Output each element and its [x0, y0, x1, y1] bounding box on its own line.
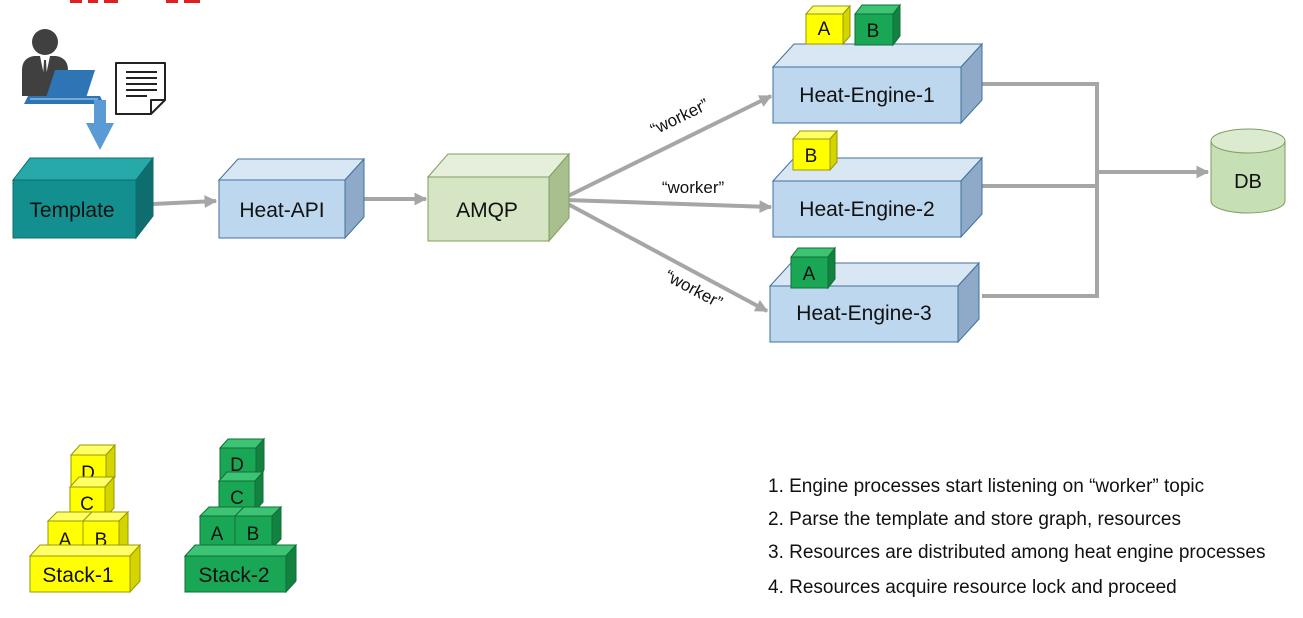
step-3: 3. Resources are distributed among heat …: [768, 542, 1266, 563]
laptop-icon: [24, 70, 104, 104]
heat-engine-2-label: Heat-Engine-2: [799, 198, 934, 221]
stack-1-base: Stack-1: [28, 543, 142, 594]
down-arrow-icon: [86, 100, 114, 150]
engine-2-block-b: B: [791, 129, 839, 172]
arrow-amqp-to-engine-2: [565, 198, 773, 214]
stack-1-block-c: C: [68, 475, 116, 520]
engine-1-block-b: B: [853, 3, 902, 47]
stack-2-base: Stack-2: [183, 543, 298, 594]
arrow-amqp-to-engine-3: [565, 201, 769, 313]
engine-1-block-a: A: [804, 4, 852, 46]
edge-label-worker-2: “worker”: [662, 178, 725, 197]
stack-1: D C A B Stack-1: [28, 443, 142, 594]
engine-3-block-a: A: [789, 246, 837, 290]
step-2: 2. Parse the template and store graph, r…: [768, 509, 1181, 530]
amqp-node: AMQP: [426, 152, 571, 243]
step-1: 1. Engine processes start listening on “…: [768, 476, 1205, 497]
heat-api-label: Heat-API: [239, 199, 324, 222]
process-steps-list: 1. Engine processes start listening on “…: [768, 474, 1265, 608]
document-icon: [115, 62, 166, 115]
heat-engine-3-label: Heat-Engine-3: [796, 302, 931, 325]
line-engine-1-to-bus: [982, 82, 1099, 298]
connectors: [152, 82, 1210, 313]
heat-engine-1-label: Heat-Engine-1: [799, 84, 934, 107]
edge-label-worker-1: “worker”: [647, 95, 712, 140]
template-node: Template: [11, 156, 155, 240]
stack-2-block-a-label: A: [211, 524, 224, 545]
stack-2-block-a: A: [198, 506, 246, 549]
engine-1-block-a-label: A: [818, 19, 831, 40]
stack-2-label: Stack-2: [198, 564, 269, 587]
stack-2-block-d: D: [218, 437, 266, 481]
arrow-template-to-api: [152, 195, 218, 208]
stack-2-block-c-label: C: [230, 488, 244, 509]
heat-api-node: Heat-API: [217, 157, 366, 240]
amqp-label: AMQP: [456, 199, 518, 222]
engine-1-block-b-label: B: [867, 21, 880, 42]
heat-engine-2-node: Heat-Engine-2: [771, 156, 984, 239]
stack-2: D C A B Stack-2: [183, 437, 298, 594]
engine-3-block-a-label: A: [803, 264, 816, 285]
cropped-top-text: [70, 0, 200, 3]
template-label: Template: [29, 199, 114, 222]
stack-2-block-b: B: [233, 505, 283, 550]
stack-2-block-b-label: B: [247, 524, 260, 545]
db-node: DB: [1210, 128, 1286, 214]
stack-2-block-c: C: [217, 470, 265, 513]
db-label: DB: [1234, 171, 1262, 193]
heat-engine-1-node: Heat-Engine-1: [771, 42, 984, 125]
step-4: 4. Resources acquire resource lock and p…: [768, 577, 1177, 598]
stack-1-label: Stack-1: [42, 564, 113, 587]
arrow-amqp-to-engine-1: [565, 94, 773, 199]
engine-2-block-b-label: B: [805, 146, 818, 167]
stack-2-block-d-label: D: [230, 455, 244, 476]
stack-1-block-c-label: C: [80, 494, 94, 515]
